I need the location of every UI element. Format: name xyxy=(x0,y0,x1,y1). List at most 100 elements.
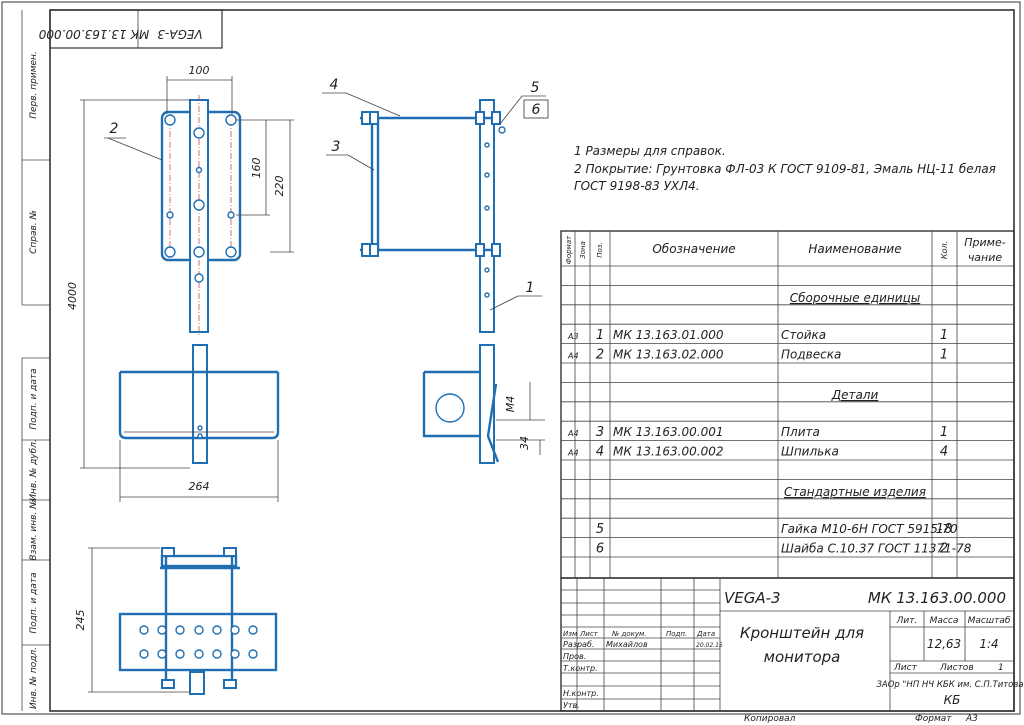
tb-data: Дата xyxy=(696,630,715,638)
spec-cell-qty: 1 xyxy=(940,328,948,343)
spec-table: Формат Зона Поз. Обозначение Наименовани… xyxy=(560,230,1015,579)
spec-cell-qty: 2 xyxy=(940,542,948,557)
dim-245: 245 xyxy=(74,610,87,631)
title-block: VEGA-3 МК 13.163.00.000 Кронштейн для мо… xyxy=(560,577,1024,712)
strip-podp1: Подп. и дата xyxy=(29,368,39,429)
tb-ndoc: № докум. xyxy=(611,630,647,638)
tb-mass-val: 12,63 xyxy=(927,637,961,651)
spec-cell-name: Плита xyxy=(781,425,820,439)
dim-160: 160 xyxy=(250,158,263,179)
rotated-stamp: МК 13.163.00.000 VEGA-3 xyxy=(38,9,223,49)
spec-cell-format: А4 xyxy=(567,449,579,458)
hdr-note-2: чание xyxy=(968,251,1003,264)
lower-front-view: 264 xyxy=(118,344,280,502)
dim-m4: M4 xyxy=(504,396,517,413)
hdr-format: Формат xyxy=(565,235,573,264)
callout-2: 2 xyxy=(110,121,119,137)
tb-podp: Подп. xyxy=(666,630,687,638)
post-lower xyxy=(192,344,208,464)
tb-utv: Утв. xyxy=(563,701,580,710)
dim-264: 264 xyxy=(189,480,210,493)
spec-cell-designation: МК 13.163.01.000 xyxy=(613,328,724,342)
note-3: ГОСТ 9198-83 УХЛ4. xyxy=(574,179,700,193)
kopiroval: Копировал xyxy=(744,714,796,724)
spec-cell-format: А4 xyxy=(567,429,579,438)
tb-code: МК 13.163.00.000 xyxy=(868,589,1006,607)
note-2: 2 Покрытие: Грунтовка ФЛ-03 К ГОСТ 9109-… xyxy=(574,162,996,176)
tb-sheets-val: 1 xyxy=(998,663,1004,673)
format-label: Формат xyxy=(915,714,952,724)
spec-cell-pos: 6 xyxy=(596,542,604,557)
tb-mass: Масса xyxy=(930,616,959,626)
tb-nkontr: Н.контр. xyxy=(563,689,599,698)
post-side xyxy=(479,99,495,333)
left-strip: Перв. примен. Справ. № Подп. и дата Инв.… xyxy=(21,10,50,711)
spec-cell-name: Шайба С.10.37 ГОСТ 11371-78 xyxy=(781,542,972,556)
dim-34: 34 xyxy=(518,436,531,450)
tb-date-val: 20.02.15 xyxy=(696,642,723,649)
spec-cell-name: Стойка xyxy=(781,328,826,342)
dim-100: 100 xyxy=(189,64,210,77)
tb-prov: Пров. xyxy=(563,652,586,661)
tb-title-1: Кронштейн для xyxy=(740,624,864,642)
spec-cell-format: А3 xyxy=(567,332,579,341)
dim-4000: 4000 xyxy=(66,282,79,310)
tb-kb: КБ xyxy=(944,693,961,707)
note-1: 1 Размеры для справок. xyxy=(574,144,726,158)
tb-lit: Лит. xyxy=(896,616,918,626)
spec-cell-pos: 1 xyxy=(596,328,604,343)
hdr-note-1: Приме- xyxy=(964,236,1005,249)
callout-6: 6 xyxy=(532,102,541,118)
strip-vzam: Взам. инв. № xyxy=(29,499,39,560)
tb-tkontr: Т.контр. xyxy=(563,664,598,673)
section-standard: Стандартные изделия xyxy=(784,485,926,499)
spec-cell-pos: 5 xyxy=(596,522,604,537)
tb-project: VEGA-3 xyxy=(724,589,781,607)
hdr-name: Наименование xyxy=(808,242,901,256)
stamp-code-rot: МК 13.163.00.000 xyxy=(38,27,149,41)
tb-izm: Изм xyxy=(563,630,578,638)
callout-3: 3 xyxy=(332,139,341,155)
spec-cell-designation: МК 13.163.02.000 xyxy=(613,348,724,362)
plate-bottom xyxy=(118,612,278,672)
hdr-zone: Зона xyxy=(579,241,587,259)
tb-org: ЗАОр "НП НЧ КБК им. С.П.Титова" xyxy=(876,680,1024,690)
callout-5: 5 xyxy=(531,80,540,96)
section-assemblies: Сборочные единицы xyxy=(790,291,920,305)
format-val: А3 xyxy=(965,714,978,724)
spec-cell-name: Шпилька xyxy=(781,445,839,459)
bottom-view: 245 xyxy=(74,547,278,695)
spec-cell-qty: 1 xyxy=(940,348,948,363)
dim-220: 220 xyxy=(273,176,286,197)
tb-razrab: Разраб. xyxy=(563,640,594,649)
spec-cell-name: Гайка М10-6Н ГОСТ 5915-70 xyxy=(781,522,958,536)
strip-sprav: Справ. № xyxy=(29,210,39,254)
front-view: 100 160 220 2 4000 xyxy=(66,64,294,469)
lower-side-view: M4 34 xyxy=(422,344,545,464)
spec-cell-designation: МК 13.163.00.001 xyxy=(613,425,723,439)
callout-1: 1 xyxy=(526,280,535,296)
spec-cell-pos: 3 xyxy=(596,425,604,440)
callout-4: 4 xyxy=(330,77,339,93)
tb-scale-val: 1:4 xyxy=(979,637,998,651)
spec-cell-qty: 4 xyxy=(940,445,948,460)
spec-cell-qty: 18 xyxy=(936,522,953,537)
big-hole xyxy=(435,393,465,423)
spec-cell-format: А4 xyxy=(567,352,579,361)
tb-title-2: монитора xyxy=(764,648,841,666)
tb-sheets: Листов xyxy=(939,663,974,673)
strip-inv-dubl: Инв. № дубл. xyxy=(29,439,39,501)
spec-cell-pos: 4 xyxy=(596,445,604,460)
strip-inv-podl: Инв. № подл. xyxy=(29,647,39,709)
spec-cell-pos: 2 xyxy=(596,348,604,363)
hdr-pos: Поз. xyxy=(596,242,604,258)
side-view: 4 3 5 6 1 xyxy=(322,77,549,333)
stamp-vega-rot: VEGA-3 xyxy=(157,27,202,41)
section-details: Детали xyxy=(831,388,879,402)
tb-list: Лист xyxy=(579,630,599,638)
spec-cell-qty: 1 xyxy=(940,425,948,440)
spec-cell-name: Подвеска xyxy=(781,348,841,362)
